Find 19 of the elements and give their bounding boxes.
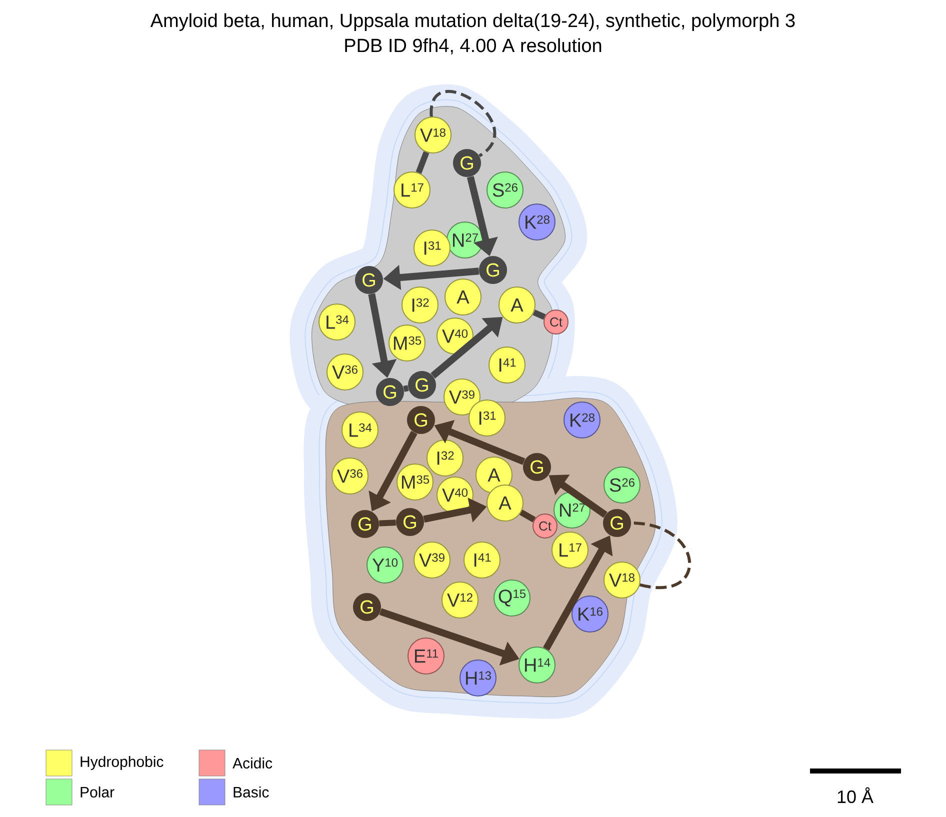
scale-label: 10 Å [838,787,874,804]
backbone-line [416,151,430,174]
subtitle: PDB ID 9fh4, 4.00 A resolution [345,38,602,54]
backbone-line [520,510,536,522]
backbone-line [379,520,396,526]
residue-blob: A [444,278,482,316]
residue-blob: A [498,286,536,324]
legend-label: Acidic [232,758,272,768]
legend-label: Basic [234,786,269,798]
backbone-line [403,385,409,392]
residue-blob: Ct [532,514,558,538]
residue-blob: A [486,484,524,522]
title: Amyloid beta, human, Uppsala mutation delta(19-24), synthetic, polymorph 3 [150,13,795,31]
gap-loop [631,522,691,590]
residue-blob: Ct [544,310,568,334]
legend-label: Hydrophobic [80,756,164,770]
backbone-line [532,310,546,320]
legend-label: Polar [80,786,114,798]
gap-loop [430,90,496,158]
